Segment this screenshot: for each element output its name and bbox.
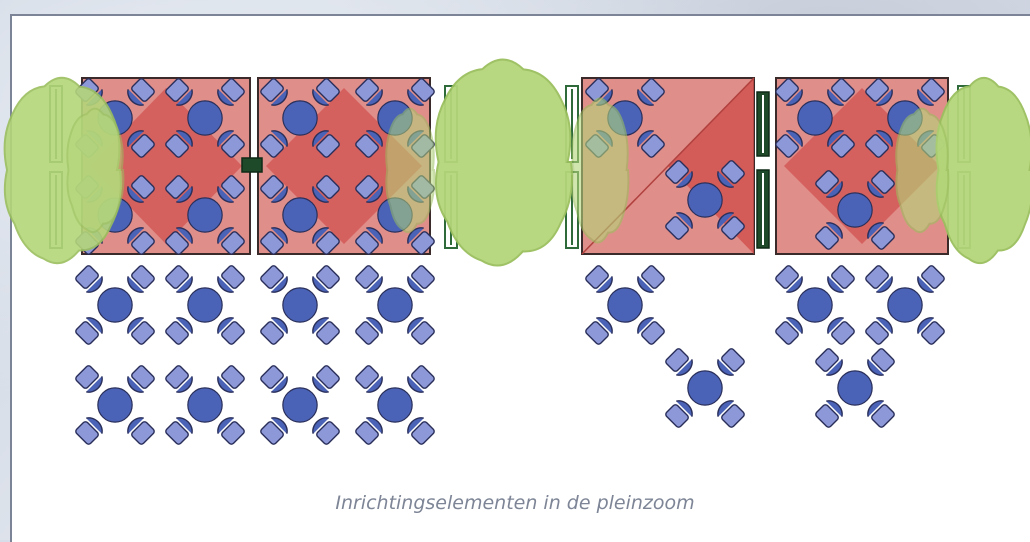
table-set (165, 175, 245, 255)
connector-bench (756, 91, 770, 157)
table-set (355, 365, 435, 445)
table-set (75, 265, 155, 345)
table-set (355, 265, 435, 345)
table-set (260, 78, 340, 158)
table-set (260, 365, 340, 445)
connector-bench (241, 157, 263, 173)
tree-canopy (895, 107, 950, 234)
table-set (260, 265, 340, 345)
table-set (260, 175, 340, 255)
tree-canopy (385, 107, 436, 234)
table-set (165, 78, 245, 158)
table-set (165, 265, 245, 345)
table-set (865, 265, 945, 345)
table-set (585, 265, 665, 345)
tree-canopy (571, 97, 630, 244)
table-set (815, 170, 895, 250)
figure-caption: Inrichtingselementen in de pleinzoom (335, 492, 695, 514)
connector-bench (756, 169, 770, 249)
table-set (75, 365, 155, 445)
tree-canopy (434, 58, 574, 267)
table-set (775, 78, 855, 158)
table-set (665, 348, 745, 428)
tree-canopy (66, 107, 125, 234)
table-set (815, 348, 895, 428)
table-set (775, 265, 855, 345)
tree-canopy (935, 76, 1030, 265)
table-set (665, 160, 745, 240)
table-set (165, 365, 245, 445)
